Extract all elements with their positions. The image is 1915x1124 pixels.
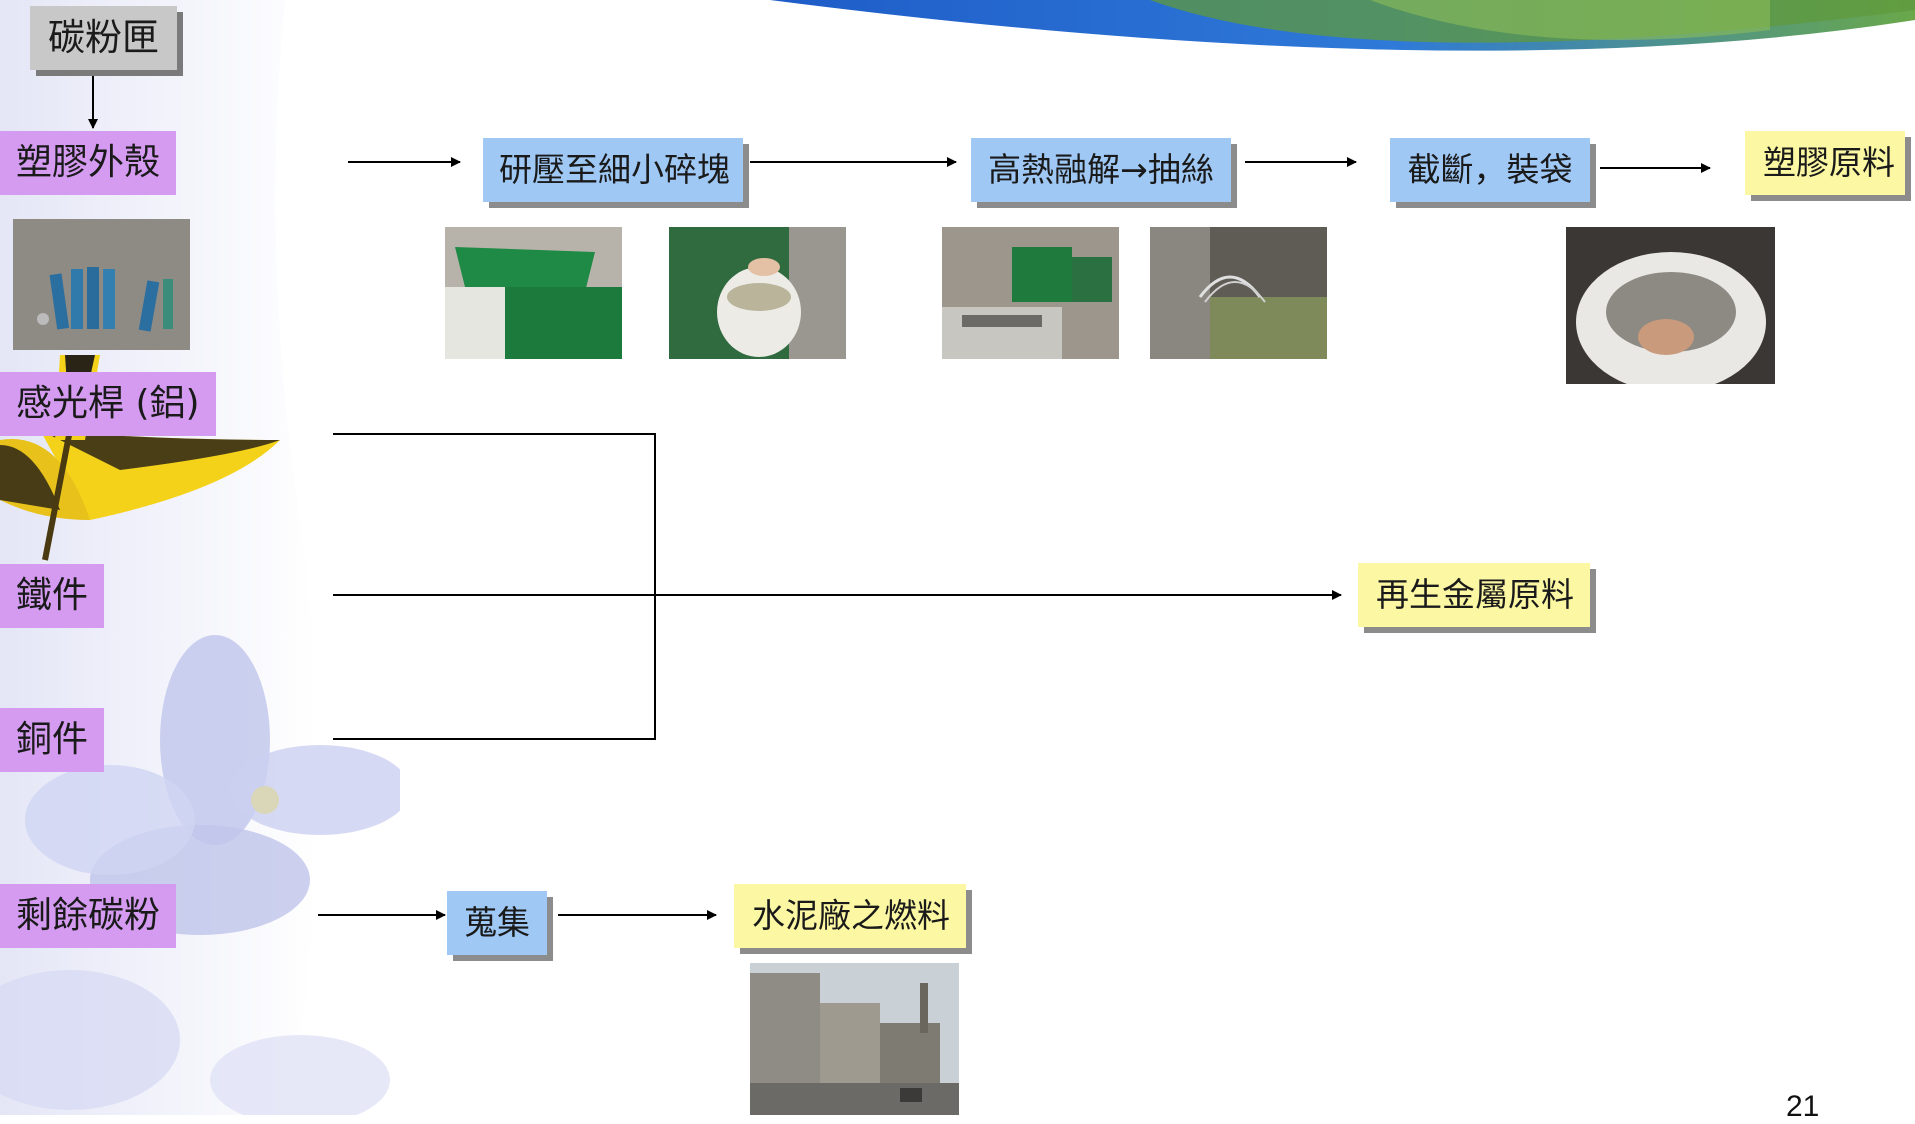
source-toner-cartridge: 碳粉匣	[30, 6, 177, 70]
output-recycled-metal: 再生金屬原料	[1358, 563, 1590, 627]
output-fuel-label: 水泥廠之燃料	[752, 896, 950, 935]
process-cut-bag: 截斷，裝袋	[1390, 138, 1590, 202]
process-collect: 蒐集	[447, 891, 547, 955]
photo-plastic-parts	[13, 219, 190, 350]
process-melt-label: 高熱融解→抽絲	[988, 150, 1214, 189]
output-metal-label: 再生金屬原料	[1376, 575, 1574, 614]
photo-cement-factory	[750, 963, 959, 1115]
page-number: 21	[1786, 1090, 1820, 1123]
process-grind-label: 研壓至細小碎塊	[499, 150, 730, 189]
component-plastic-housing: 塑膠外殼	[0, 131, 177, 195]
process-melt-spin: 高熱融解→抽絲	[971, 138, 1231, 202]
output-cement-fuel: 水泥廠之燃料	[734, 884, 966, 948]
photo-plastic-pellets-bag	[1566, 227, 1775, 384]
photo-plastic-flakes-bag	[669, 227, 846, 359]
component-copper-parts: 銅件	[0, 708, 105, 772]
photo-grinder-machine	[445, 227, 622, 359]
output-plastic-label: 塑膠原料	[1763, 143, 1895, 182]
component-plastic-label: 塑膠外殼	[16, 142, 161, 183]
component-residual-toner: 剩餘碳粉	[0, 884, 177, 948]
component-drum-label: 感光桿 (鋁)	[16, 383, 200, 424]
output-plastic-material: 塑膠原料	[1745, 131, 1905, 195]
process-cut-label: 截斷，裝袋	[1407, 150, 1573, 189]
component-copper-label: 銅件	[16, 719, 89, 760]
component-drum-aluminum: 感光桿 (鋁)	[0, 372, 216, 436]
background-grass-banner	[770, 0, 1915, 68]
component-iron-parts: 鐵件	[0, 564, 105, 628]
process-grind: 研壓至細小碎塊	[483, 138, 743, 202]
photo-melting-machine	[942, 227, 1119, 359]
process-collect-label: 蒐集	[464, 903, 530, 942]
component-toner-label: 剩餘碳粉	[16, 895, 161, 936]
component-iron-label: 鐵件	[16, 575, 89, 616]
bracket-metal-parts	[333, 433, 656, 740]
source-label: 碳粉匣	[48, 16, 159, 59]
photo-filament-cooling	[1150, 227, 1327, 359]
